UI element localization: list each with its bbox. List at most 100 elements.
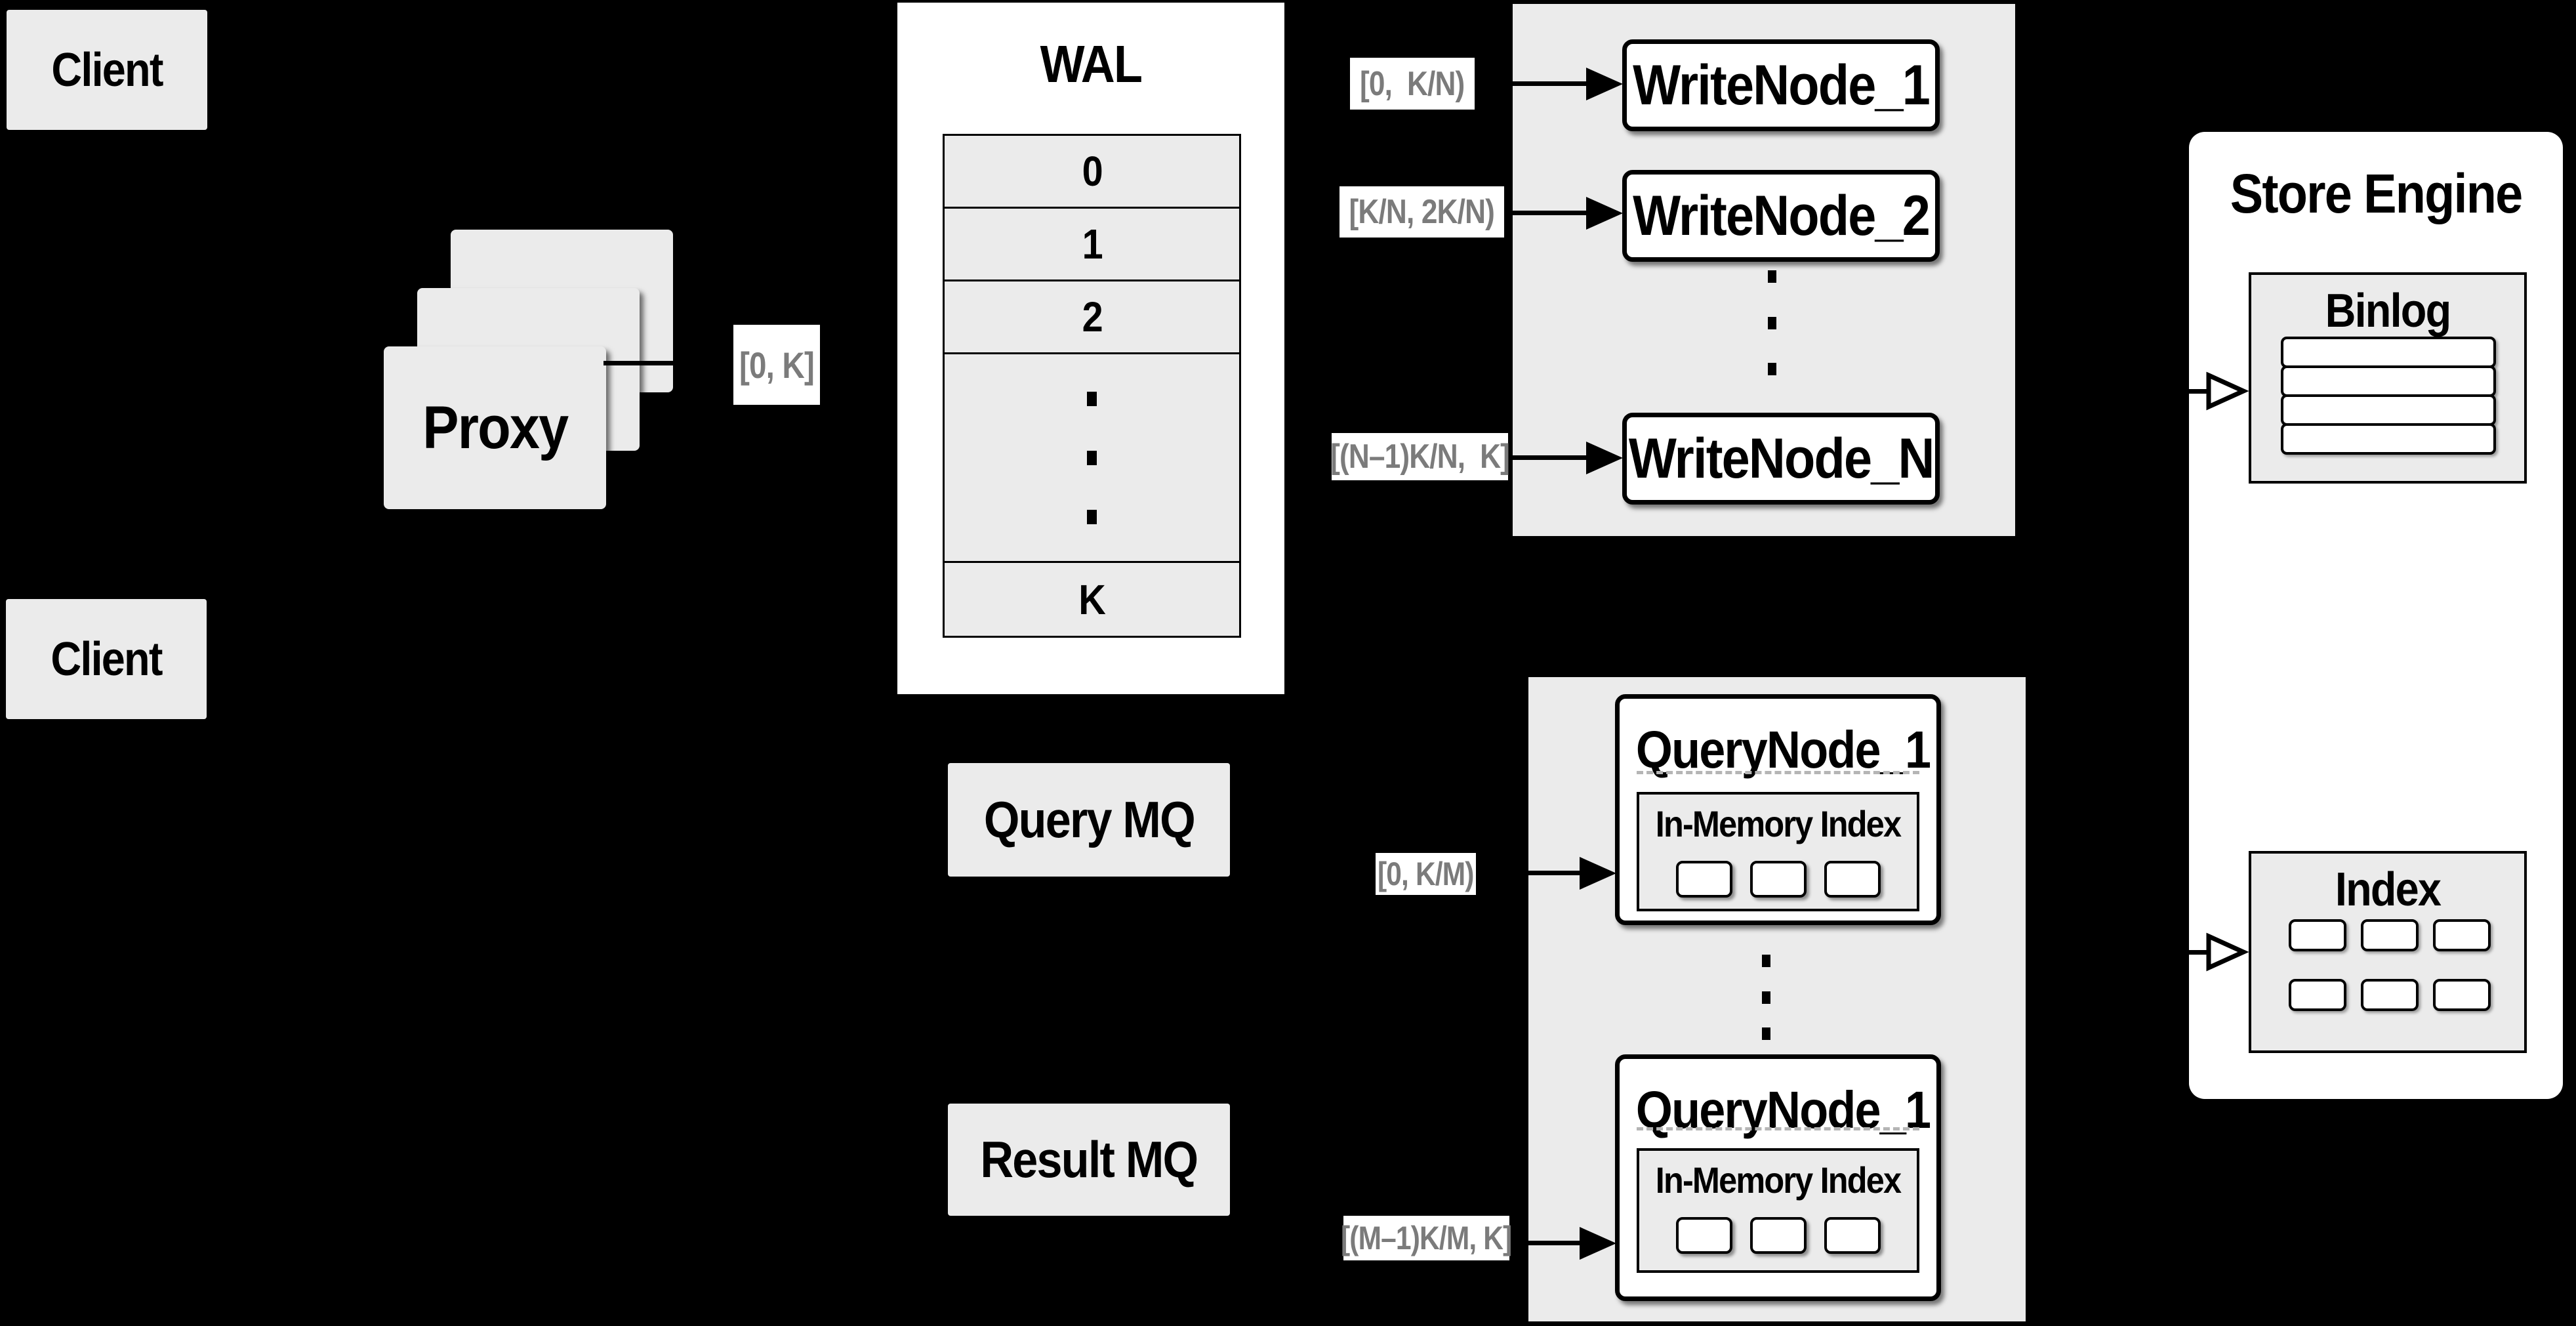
query-mq-label: Query MQ	[983, 791, 1195, 848]
binlog-box: Binlog	[2249, 272, 2527, 484]
write-node-n-box: WriteNode_N	[1622, 413, 1940, 505]
query-node-top-memory-index-label: In-Memory Index	[1655, 803, 1902, 844]
store-engine-title: Store Engine	[2230, 163, 2523, 224]
open-arrowhead-to-binlog-icon	[2206, 371, 2249, 411]
range-label-writenode-1-text: [0, K/N)	[1360, 64, 1465, 103]
index-box: Index	[2249, 851, 2527, 1053]
query-node-top-box: QueryNode_1 In-Memory Index	[1615, 694, 1941, 925]
wal-row-0-label: 0	[1082, 148, 1103, 195]
range-label-querynode-top-text: [0, K/M)	[1378, 856, 1475, 892]
open-arrowhead-to-index-icon	[2206, 932, 2249, 972]
wal-row-0: 0	[945, 136, 1239, 209]
index-title: Index	[2335, 863, 2442, 916]
client-bottom-label: Client	[51, 632, 163, 686]
query-node-bottom-box: QueryNode_1 In-Memory Index	[1615, 1054, 1941, 1301]
result-mq-label: Result MQ	[980, 1130, 1199, 1188]
binlog-row-icon	[2281, 394, 2496, 426]
store-engine-box: Store Engine Binlog Index	[2189, 132, 2563, 1099]
binlog-rows	[2281, 337, 2496, 455]
wal-title: WAL	[1040, 35, 1143, 93]
range-label-writenode-1: [0, K/N)	[1350, 58, 1475, 110]
vertical-ellipsis-dot-icon	[1768, 363, 1776, 375]
arrow-line-to-writenode-1	[1473, 81, 1587, 86]
write-node-2-label: WriteNode_2	[1633, 184, 1931, 247]
query-node-top-title: QueryNode_1	[1635, 720, 1931, 779]
binlog-row-icon	[2281, 423, 2496, 455]
write-node-1-box: WriteNode_1	[1622, 39, 1940, 131]
binlog-row-icon	[2281, 365, 2496, 397]
arrow-line-to-writenode-2	[1502, 211, 1587, 215]
wal-box: WAL 0 1 2 K	[897, 3, 1284, 694]
query-node-bottom-memory-index-label: In-Memory Index	[1655, 1159, 1902, 1201]
vertical-ellipsis-dot-icon	[1762, 955, 1770, 967]
vertical-ellipsis-dot-icon	[1087, 509, 1097, 524]
wal-row-1-label: 1	[1082, 220, 1103, 268]
arrowhead-to-querynode-top-icon	[1580, 857, 1616, 890]
write-node-2-box: WriteNode_2	[1622, 170, 1940, 262]
arrowhead-to-querynode-bottom-icon	[1580, 1227, 1616, 1260]
index-cell-icon	[2361, 919, 2419, 951]
query-node-bottom-divider	[1637, 1127, 1919, 1130]
range-label-writenode-2-text: [K/N, 2K/N)	[1349, 193, 1495, 231]
segment-chip-icon	[1749, 1217, 1807, 1254]
index-cells	[2289, 919, 2491, 1011]
query-node-bottom-memory-index-box: In-Memory Index	[1637, 1148, 1919, 1273]
arrowhead-to-writenode-2-icon	[1586, 197, 1623, 230]
proxy-box: Proxy	[384, 346, 606, 509]
arrow-line-to-binlog	[2066, 389, 2207, 394]
segment-chip-icon	[1675, 861, 1732, 898]
vertical-ellipsis-dot-icon	[1087, 391, 1097, 406]
segment-chip-icon	[1824, 861, 1881, 898]
range-label-proxy-to-wal: [0, K]	[733, 325, 820, 405]
segment-chip-icon	[1675, 1217, 1732, 1254]
wal-row-k-label: K	[1078, 575, 1107, 623]
index-cell-icon	[2289, 919, 2346, 951]
segment-chip-icon	[1749, 861, 1807, 898]
query-node-ellipsis	[1762, 955, 1770, 1040]
wal-row-2-label: 2	[1082, 293, 1103, 341]
binlog-title: Binlog	[2325, 285, 2452, 337]
query-node-top-memory-index-box: In-Memory Index	[1637, 792, 1919, 911]
range-label-querynode-top: [0, K/M)	[1376, 853, 1476, 895]
segment-chip-icon	[1824, 1217, 1881, 1254]
vertical-ellipsis-dot-icon	[1768, 270, 1776, 283]
arrow-line-to-index	[2066, 950, 2207, 955]
client-top-label: Client	[51, 43, 163, 96]
range-label-proxy-to-wal-text: [0, K]	[739, 344, 815, 386]
query-node-top-segments	[1639, 861, 1917, 898]
index-cell-icon	[2433, 919, 2491, 951]
write-node-1-label: WriteNode_1	[1633, 53, 1931, 117]
range-label-querynode-bottom-text: [(M–1)K/M, K]	[1341, 1220, 1512, 1256]
vertical-ellipsis-dot-icon	[1762, 1027, 1770, 1040]
client-box-bottom: Client	[6, 599, 207, 719]
index-cell-icon	[2433, 979, 2491, 1011]
binlog-row-icon	[2281, 337, 2496, 368]
wal-segment-table: 0 1 2 K	[943, 134, 1241, 638]
vertical-ellipsis-dot-icon	[1768, 316, 1776, 329]
vertical-ellipsis-dot-icon	[1087, 450, 1097, 465]
query-node-bottom-segments	[1639, 1217, 1917, 1254]
range-label-querynode-bottom: [(M–1)K/M, K]	[1341, 1216, 1513, 1260]
vertical-ellipsis-dot-icon	[1762, 991, 1770, 1004]
wal-row-2: 2	[945, 281, 1239, 354]
result-mq-box: Result MQ	[948, 1104, 1230, 1216]
index-cell-icon	[2289, 979, 2346, 1011]
range-label-writenode-n: [(N–1)K/N, K]	[1330, 433, 1510, 480]
arrowhead-to-writenode-1-icon	[1586, 68, 1623, 100]
query-node-bottom-title: QueryNode_1	[1635, 1081, 1931, 1139]
range-label-writenode-n-text: [(N–1)K/N, K]	[1330, 438, 1510, 476]
arrowhead-to-writenode-n-icon	[1586, 442, 1623, 474]
query-node-top-divider	[1637, 771, 1919, 774]
range-label-writenode-2: [K/N, 2K/N)	[1339, 186, 1504, 238]
client-box-top: Client	[7, 10, 207, 130]
query-mq-box: Query MQ	[948, 763, 1230, 877]
wal-row-1: 1	[945, 209, 1239, 281]
write-node-ellipsis	[1768, 270, 1776, 375]
index-cell-icon	[2361, 979, 2419, 1011]
arrow-line-to-writenode-n	[1506, 455, 1587, 460]
arrow-line-to-querynode-bottom	[1510, 1241, 1582, 1245]
wal-ellipsis	[945, 354, 1239, 563]
proxy-label: Proxy	[422, 394, 569, 461]
write-node-n-label: WriteNode_N	[1628, 426, 1935, 490]
